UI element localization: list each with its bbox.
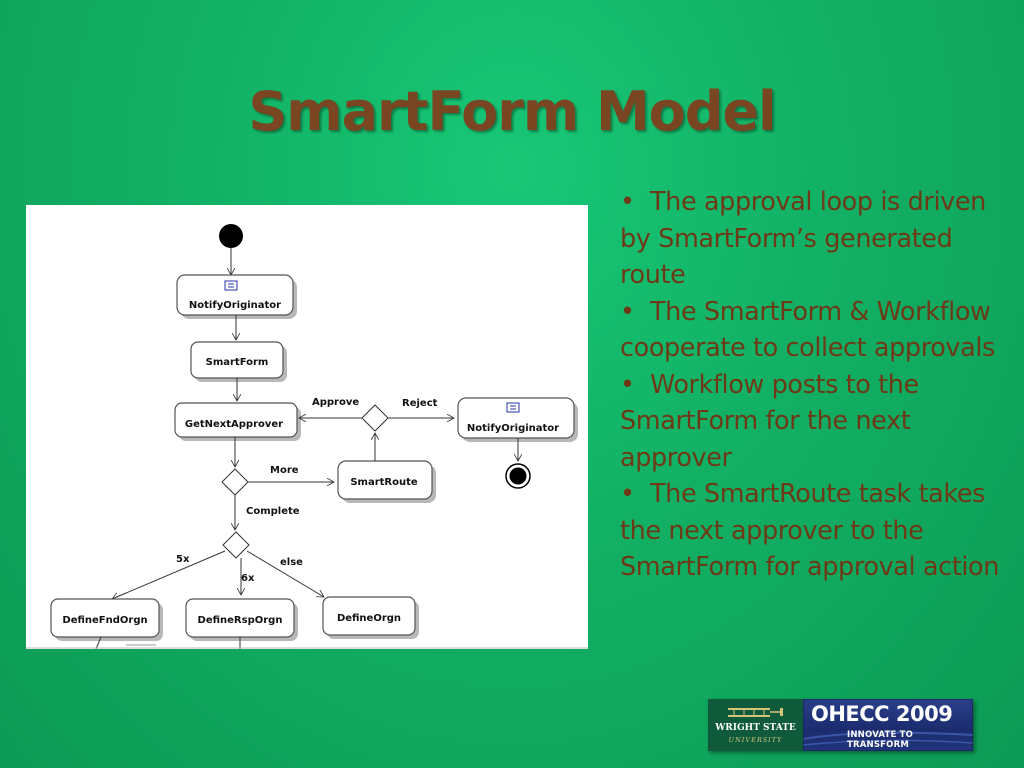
ohecc-tagline: INNOVATE TO TRANSFORM <box>847 730 914 750</box>
node-smartroute <box>337 460 433 500</box>
edge-label-complete: Complete <box>246 506 300 517</box>
end-node-core <box>509 467 527 485</box>
activity-diagram-svg: NotifyOriginator SmartForm GetNextApprov… <box>26 224 588 649</box>
bullet-item: •The approval loop is driven by SmartFor… <box>620 184 1016 294</box>
bullet-text: The approval loop is driven by SmartForm… <box>620 187 986 290</box>
node-define-orgn <box>322 596 416 636</box>
edge-else <box>246 550 324 598</box>
edge-label-more: More <box>270 465 299 476</box>
node-label: DefineRspOrgn <box>198 615 283 626</box>
node-label: NotifyOriginator <box>189 300 281 311</box>
node-label: SmartForm <box>206 357 269 368</box>
bullet-text: The SmartForm & Workflow cooperate to co… <box>620 296 995 364</box>
bullet-marker: • <box>620 479 635 509</box>
node-label: DefineFndOrgn <box>62 615 147 626</box>
ohecc-logo: OHECC 2009 INNOVATE TO TRANSFORM <box>803 699 973 751</box>
edge-label-6x: 6x <box>241 573 255 584</box>
node-notify-originator-top <box>176 274 294 316</box>
activity-diagram: NotifyOriginator SmartForm GetNextApprov… <box>26 205 588 649</box>
bullet-marker: • <box>620 187 635 217</box>
node-label: NotifyOriginator <box>467 423 559 434</box>
node-get-next-approver <box>174 402 298 438</box>
node-label: DefineOrgn <box>337 613 401 624</box>
bullet-item: •The SmartRoute task takes the next appr… <box>620 476 1016 586</box>
ohecc-name: OHECC 2009 <box>811 702 953 726</box>
edge-5x <box>112 550 226 599</box>
bullet-text: Workflow posts to the SmartForm for the … <box>620 369 919 473</box>
bullet-marker: • <box>620 369 635 400</box>
bullet-list: •The approval loop is driven by SmartFor… <box>620 184 1016 586</box>
biplane-icon <box>728 708 783 717</box>
bullet-item: •The SmartForm & Workflow cooperate to c… <box>620 294 1016 367</box>
node-label: SmartRoute <box>350 477 418 488</box>
slide-title: SmartForm Model <box>248 80 776 143</box>
message-icon <box>224 280 238 291</box>
ohecc-backdrop <box>803 699 973 751</box>
wsu-name: WRIGHT STATE <box>715 723 796 733</box>
decision-approve-reject <box>361 404 389 432</box>
conference-logo-strip: WRIGHT STATE UNIVERSITY OHECC 2009 INNOV… <box>708 699 973 751</box>
edge-label-else: else <box>280 557 303 568</box>
start-node <box>219 224 243 248</box>
node-define-fnd-orgn <box>50 598 160 638</box>
edge-continuation <box>95 636 102 649</box>
wsu-subtitle: UNIVERSITY <box>728 736 783 744</box>
node-notify-originator-right <box>457 397 575 439</box>
bullet-text: The SmartRoute task takes the next appro… <box>620 479 999 582</box>
message-icon <box>506 402 520 413</box>
bullet-item: •Workflow posts to the SmartForm for the… <box>620 367 1016 477</box>
node-label: GetNextApprover <box>185 419 283 430</box>
edge-label-5x: 5x <box>176 554 190 565</box>
bullet-marker: • <box>620 296 635 327</box>
decision-org-type <box>222 531 250 559</box>
decision-more-complete <box>221 468 249 496</box>
wright-state-logo: WRIGHT STATE UNIVERSITY <box>708 699 803 751</box>
edge-label-approve: Approve <box>312 397 359 408</box>
edge-label-reject: Reject <box>402 398 438 409</box>
